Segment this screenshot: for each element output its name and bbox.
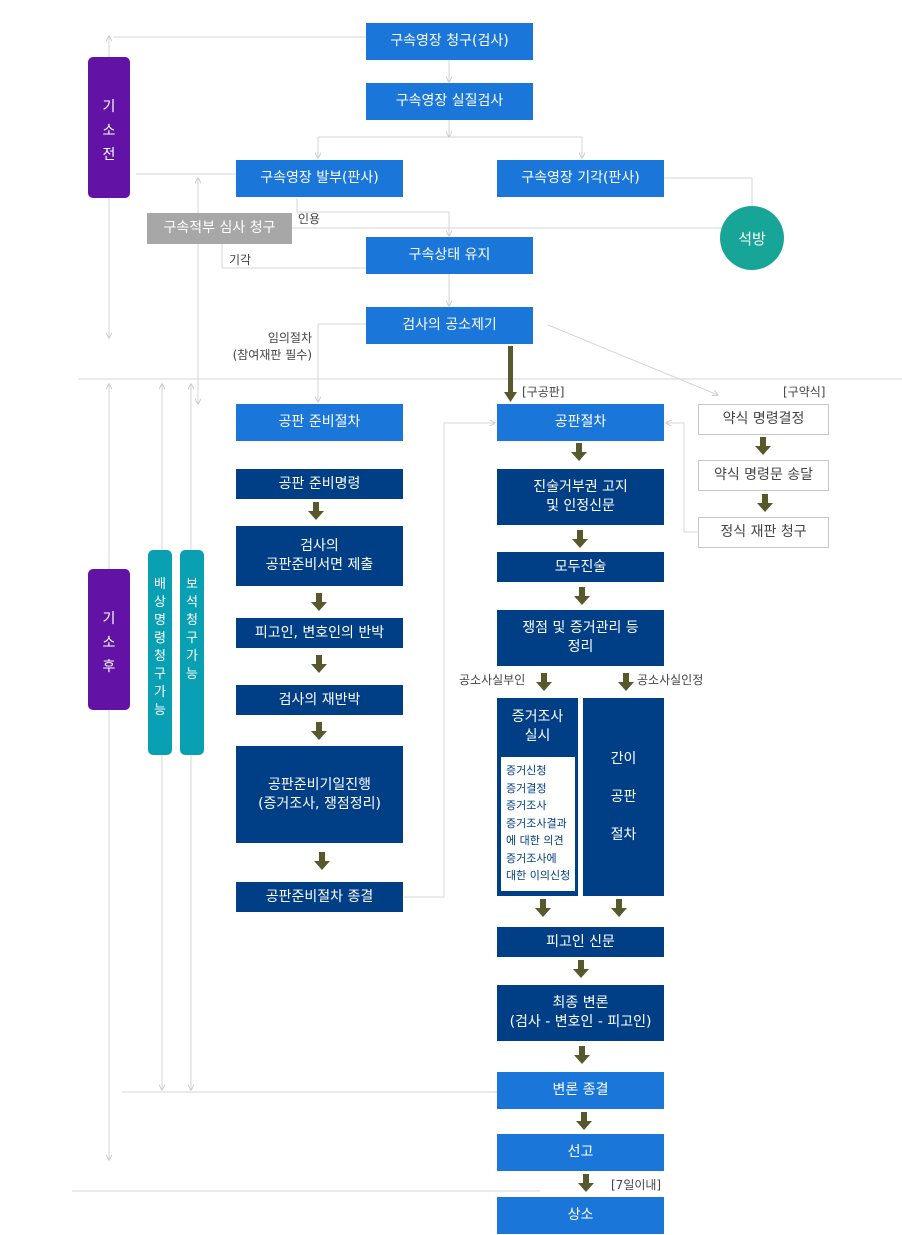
note-bail-label: 보석청구가능 — [186, 577, 198, 682]
node-prosecutor-reply: 검사의 재반박 — [236, 685, 403, 715]
label-deny: 공소사실부인 — [459, 673, 526, 687]
node-formal-trial: 정식 재판 청구 — [698, 517, 829, 548]
node-final-argument: 최종 변론 (검사 - 변호인 - 피고인) — [497, 985, 664, 1041]
down-arrow-icon — [618, 673, 634, 691]
node-summary-delivery: 약식 명령문 송달 — [698, 460, 829, 491]
down-arrow-icon — [311, 593, 327, 611]
node-detention-keep: 구속상태 유지 — [366, 237, 533, 274]
node-detention-review: 구속적부 심사 청구 — [147, 213, 292, 244]
evidence-item-list: 증거신청 증거결정 증거조사 증거조사결과 에 대한 의견 증거조사에 대한 이… — [501, 757, 575, 891]
down-arrow-icon — [578, 1174, 594, 1192]
node-prep-end: 공판준비절차 종결 — [236, 882, 403, 912]
node-defendant-exam: 피고인 신문 — [497, 927, 664, 957]
main-flow-arrow-icon — [504, 346, 517, 402]
node-evidence-exam: 증거조사 실시 — [511, 709, 564, 744]
phase-after: 기소후 — [88, 569, 130, 710]
label-optional: 임의절차 (참여재판 필수) — [232, 331, 312, 362]
down-arrow-icon — [314, 852, 330, 870]
down-arrow-icon — [572, 530, 588, 548]
down-arrow-icon — [611, 899, 627, 917]
down-arrow-icon — [574, 587, 590, 605]
node-warrant-request: 구속영장 청구(검사) — [366, 23, 533, 60]
node-prep-hearing: 공판준비기일진행 (증거조사, 쟁점정리) — [236, 746, 403, 843]
phase-before-label: 기소전 — [102, 99, 116, 163]
node-prosecutor-brief: 검사의 공판준비서면 제출 — [236, 526, 403, 586]
node-appeal: 상소 — [497, 1197, 664, 1234]
node-summary-order: 약식 명령결정 — [698, 404, 829, 435]
node-warrant-reject: 구속영장 기각(판사) — [497, 160, 664, 197]
phase-before: 기소전 — [88, 57, 130, 198]
node-sentence: 선고 — [497, 1134, 664, 1171]
down-arrow-icon — [536, 673, 552, 691]
node-indictment: 검사의 공소제기 — [366, 307, 533, 344]
node-argument-end: 변론 종결 — [497, 1072, 664, 1109]
node-prep-order: 공판 준비명령 — [236, 469, 403, 499]
label-summary-indict: [구약식] — [783, 385, 826, 399]
label-dismissed: 기각 — [229, 253, 252, 267]
down-arrow-icon — [574, 1046, 590, 1064]
node-simple-trial: 간이 공판 절차 — [583, 698, 664, 896]
label-deadline: [7일이내] — [611, 1178, 662, 1192]
down-arrow-icon — [535, 899, 551, 917]
down-arrow-icon — [573, 960, 589, 978]
note-compensation-label: 배상명령청구가능 — [154, 577, 166, 718]
node-prep-procedure: 공판 준비절차 — [236, 404, 403, 441]
node-defense-rebuttal: 피고인, 변호인의 반박 — [236, 618, 403, 648]
down-arrow-icon — [576, 1112, 592, 1130]
node-warrant-issue: 구속영장 발부(판사) — [236, 160, 403, 197]
node-warrant-review: 구속영장 실질검사 — [366, 83, 533, 120]
node-opening: 모두진술 — [497, 552, 664, 582]
label-public-trial: [구공판] — [522, 385, 565, 399]
label-admit: 공소사실인정 — [637, 673, 704, 687]
label-cited: 인용 — [298, 212, 321, 226]
note-bail: 보석청구가능 — [180, 550, 204, 755]
node-rights-notice: 진술거부권 고지 및 인정신문 — [497, 469, 664, 525]
node-release: 석방 — [720, 206, 784, 270]
phase-after-label: 기소후 — [102, 611, 116, 675]
down-arrow-icon — [308, 502, 324, 520]
down-arrow-icon — [311, 655, 327, 673]
down-arrow-icon — [571, 443, 587, 461]
down-arrow-icon — [311, 722, 327, 740]
down-arrow-icon — [755, 437, 771, 455]
node-issue-arrange: 쟁점 및 증거관리 등 정리 — [497, 610, 664, 666]
down-arrow-icon — [757, 494, 773, 512]
note-compensation: 배상명령청구가능 — [148, 550, 172, 755]
node-trial: 공판절차 — [497, 404, 664, 441]
